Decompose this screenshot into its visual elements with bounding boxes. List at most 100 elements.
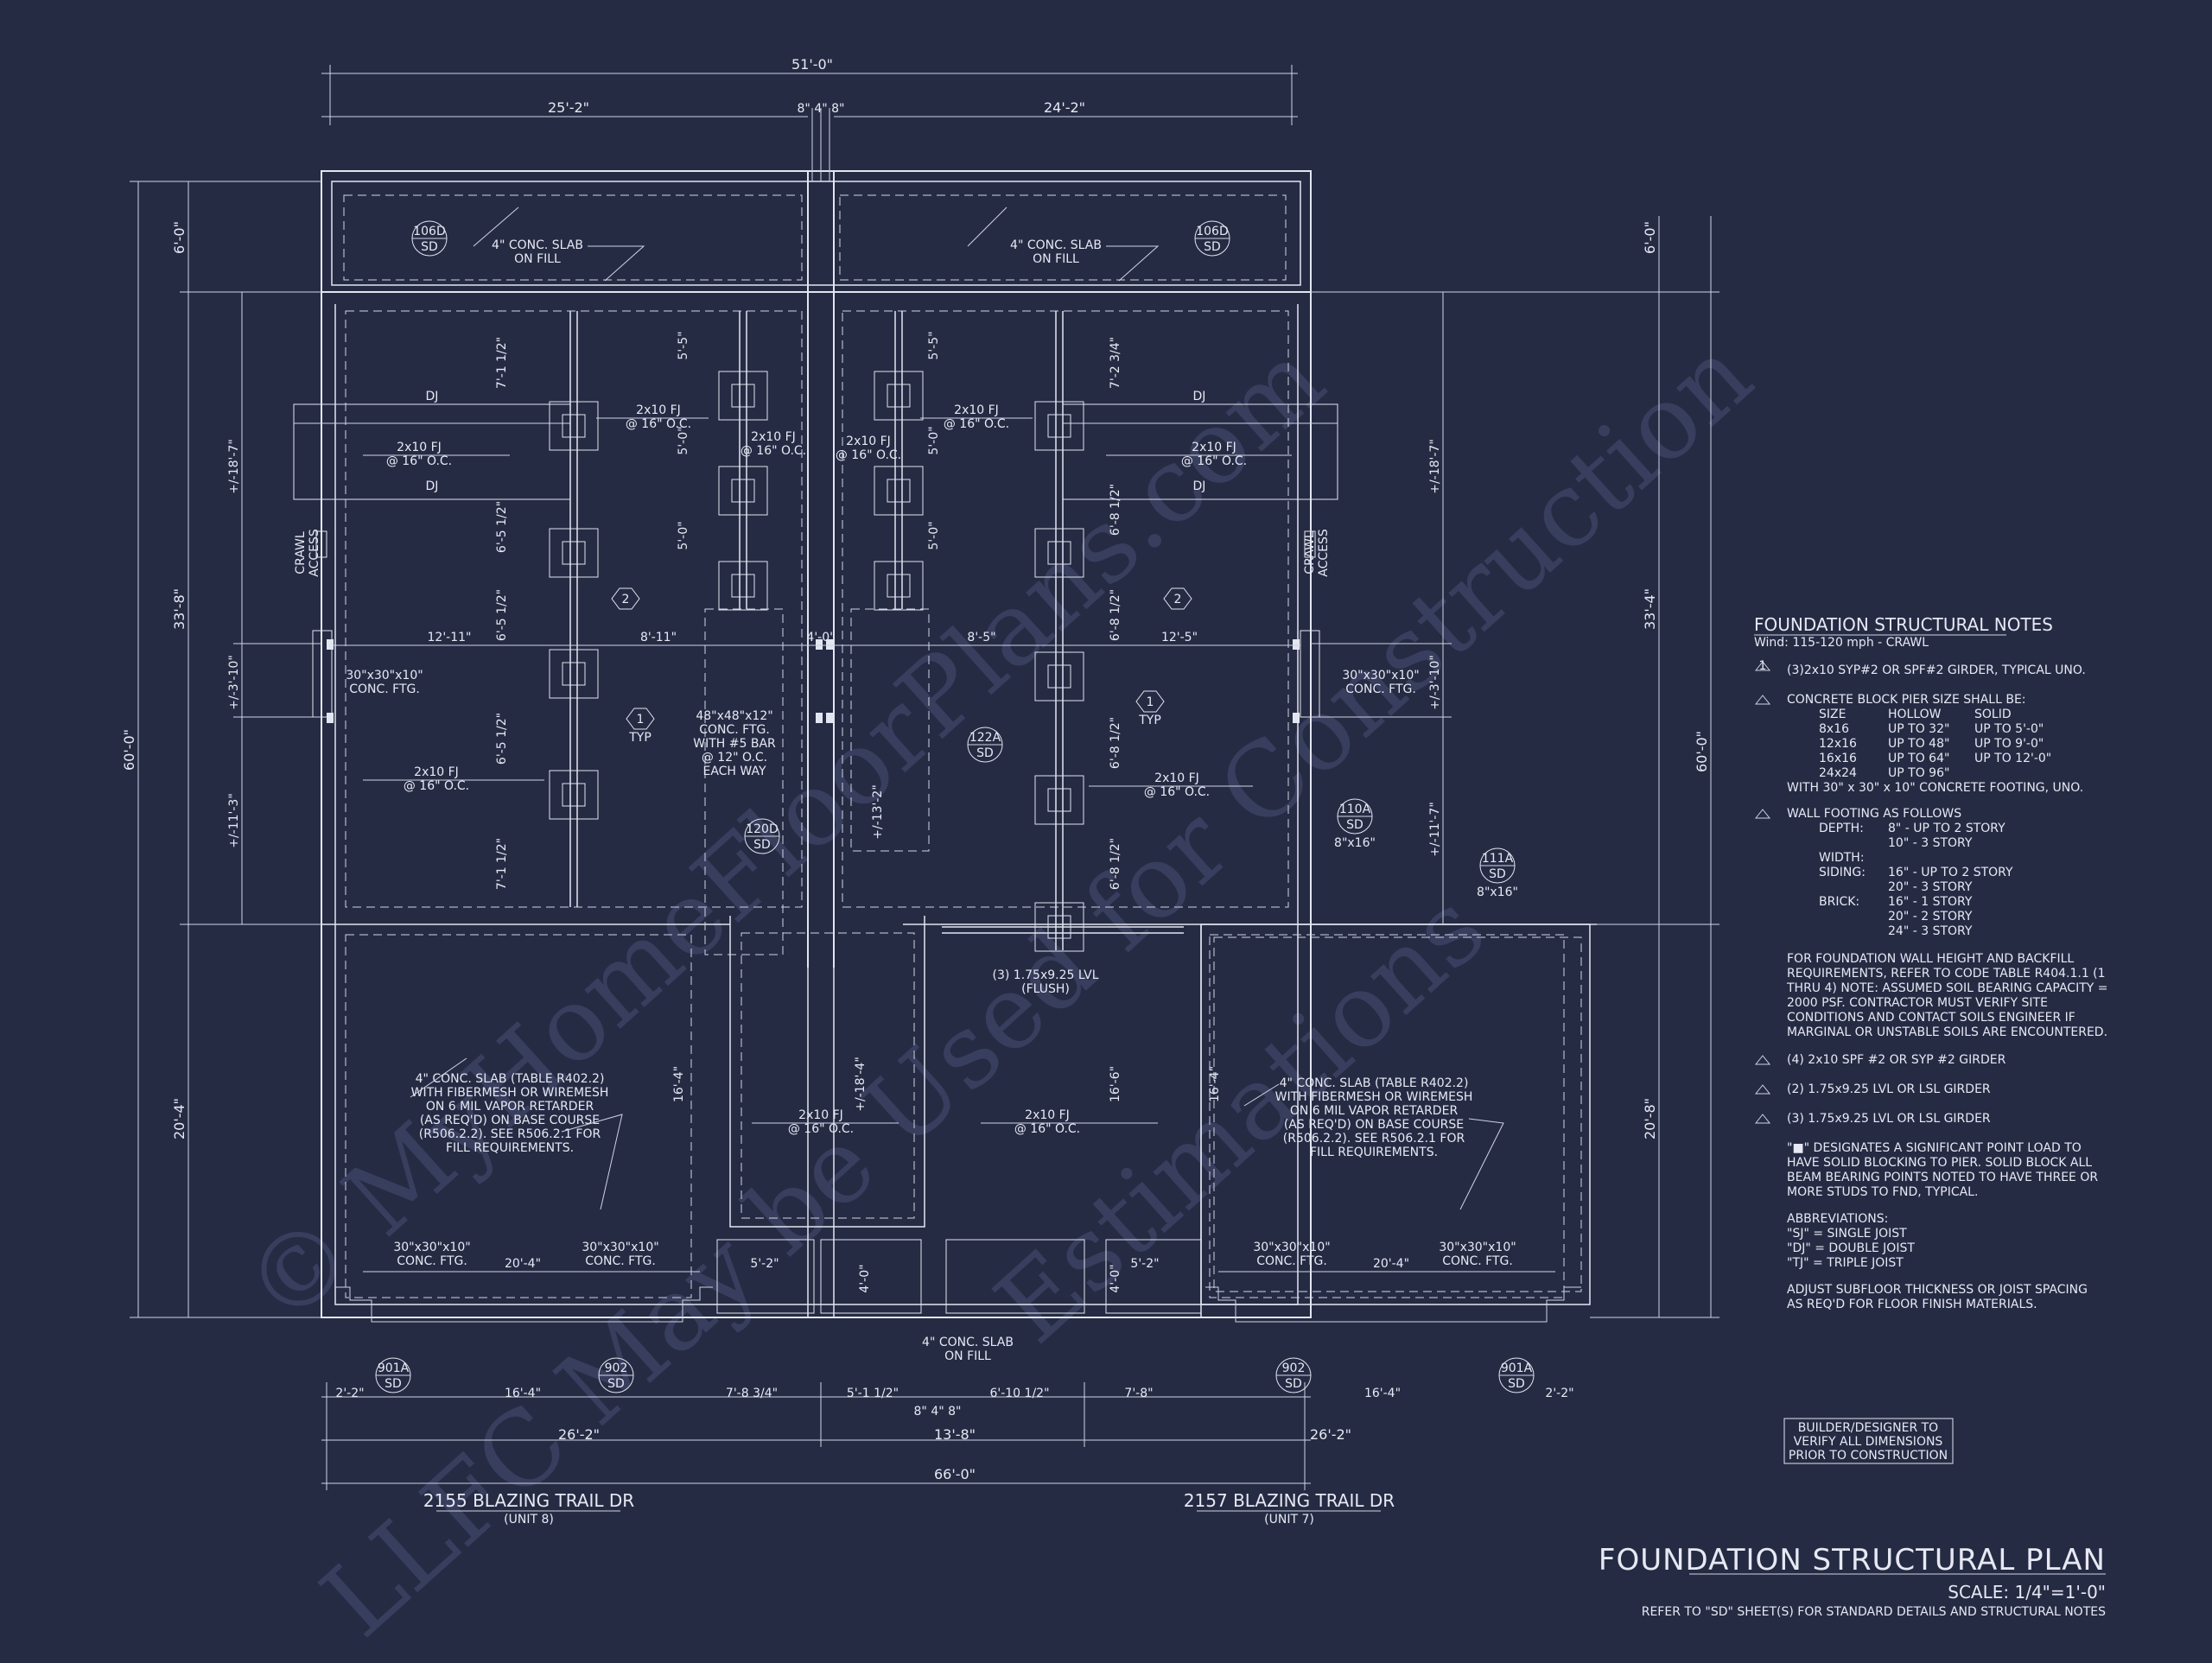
fj-label-5b: @ 16" O.C. [944,417,1009,431]
dim-bot1-2: 7'-8 3/4" [726,1387,778,1400]
dim-left-6: 6'-0" [171,221,188,254]
lvl-2: (FLUSH) [1021,982,1070,996]
note-6: (3) 1.75x9.25 LVL OR LSL GIRDER [1787,1112,1991,1126]
slab-on-fill-left-2: ON FILL [514,252,561,266]
dimensions-right: 60'-0" 6'-0" 33'-4" 20'-8" +/-18'-7" +/-… [1311,216,1719,1318]
dim-left-overall: 60'-0" [121,729,137,771]
drawing-title: FOUNDATION STRUCTURAL PLAN [1599,1543,2106,1577]
dim-right-c: +/-11'-7" [1428,802,1442,857]
tag-122a-sd: SD [976,746,994,760]
typ-l: TYP [628,731,652,745]
note-7-0: "■" DESIGNATES A SIGNIFICANT POINT LOAD … [1787,1141,2082,1155]
slab-right-3: ON 6 MIL VAPOR RETARDER [1290,1104,1459,1118]
dim-v-5-5-r: 5'-5" [927,331,941,359]
builder-note-0: BUILDER/DESIGNER TO [1798,1421,1938,1435]
abbr-1: "DJ" = DOUBLE JOIST [1787,1241,1915,1255]
fj-label-7b: @ 16" O.C. [404,779,469,793]
dim-v-16-4b: 16'-4" [1208,1066,1222,1102]
soil-0: FOR FOUNDATION WALL HEIGHT AND BACKFILL [1787,952,2074,966]
dim-right-overall: 60'-0" [1694,731,1710,772]
dim-v-6-8b: 6'-8 1/2" [1109,589,1122,641]
dim-bot1-5: 7'-8" [1124,1387,1153,1400]
dim-v-6-8c: 6'-8 1/2" [1109,717,1122,769]
tag-902-l: 902 [605,1362,628,1375]
watermark: © MyHomeFloorPlans.com LLFC May be Used … [221,315,1774,1660]
dim-v-6-8a: 6'-8 1/2" [1109,484,1122,536]
dimensions-row: 12'-11" 8'-11" 4'-0" 8'-5" 12'-5" [332,631,1300,646]
slab-on-fill-bot-2: ON FILL [944,1349,991,1363]
tag-106d-r-sd: SD [1204,240,1221,254]
tag-901a-r: 901A [1501,1362,1533,1375]
slab-on-fill-right-2: ON FILL [1033,252,1079,266]
slab-left-1: 4" CONC. SLAB (TABLE R402.2) [416,1072,605,1086]
dim-right-20: 20'-8" [1642,1098,1658,1139]
tag-110a-sd: SD [1346,818,1363,832]
dim-v-5-5: 5'-5" [677,331,690,359]
big-ftg-4: @ 12" O.C. [702,751,767,765]
slab-on-fill-bot-1: 4" CONC. SLAB [922,1336,1014,1349]
dim-right-b: +/-3'-10" [1428,655,1442,710]
ftg-b2-2: CONC. FTG. [585,1254,656,1268]
dim-bot1-6: 16'-4" [1364,1387,1401,1400]
dim-v-5-0a: 5'-0" [677,426,690,454]
hex-2-l: 2 [622,593,630,606]
hex-1-r: 1 [1147,695,1154,709]
dim-bot1-0: 2'-2" [335,1387,364,1400]
dim-v-6-5b: 6'-5 1/2" [495,589,509,641]
pier-r2c1: UP TO 64" [1888,752,1949,765]
crawl-r-2: ACCESS [1317,529,1331,577]
fj-label-4b: @ 16" O.C. [836,448,901,462]
dim-row-5: 12'-5" [1161,631,1198,644]
depth-0: 8" - UP TO 2 STORY [1888,822,2005,835]
dim-left-c: +/-11'-3" [227,793,241,848]
pier-r3c0: 24x24 [1819,766,1857,780]
hex-1-l: 1 [637,713,645,727]
soil-5: MARGINAL OR UNSTABLE SOILS ARE ENCOUNTER… [1787,1025,2107,1039]
slab-right-5: (R506.2.2). SEE R506.2.1 FOR [1283,1132,1465,1146]
fj-label-7a: 2x10 FJ [414,765,459,779]
structural-notes: FOUNDATION STRUCTURAL NOTES Wind: 115-12… [1754,614,2108,1311]
dim-v-13-2: +/-13'-2" [871,784,885,840]
pier-r3c1: UP TO 96" [1888,766,1949,780]
dim-right-a: +/-18'-7" [1428,439,1442,494]
big-ftg-2: CONC. FTG. [699,723,770,737]
dim-right-33: 33'-4" [1642,588,1658,630]
pier-h-size: SIZE [1819,708,1846,721]
abbr-2: "TJ" = TRIPLE JOIST [1787,1256,1904,1270]
pier-r2c0: 16x16 [1819,752,1857,765]
brick-2: 24" - 3 STORY [1888,924,1973,938]
foundation-walls [312,170,1597,1323]
depth-label: DEPTH: [1819,822,1864,835]
vent-2: 8"x16" [1477,885,1518,899]
fj-label-1b: @ 16" O.C. [386,454,452,468]
note-5: (2) 1.75x9.25 LVL OR LSL GIRDER [1787,1082,1991,1096]
dim-left-20: 20'-4" [171,1098,188,1139]
girders-and-piers [549,311,1184,955]
tag-111a-sd: SD [1489,867,1506,881]
dim-h-5-2b: 5'-2" [1130,1257,1159,1271]
dim-v-5-0-r: 5'-0" [927,426,941,454]
dim-bot2-0: 26'-2" [558,1426,600,1443]
dim-top-right: 24'-2" [1044,99,1085,116]
pier-h-solid: SOLID [1974,708,2012,721]
crawl-r-1: CRAWL [1303,531,1317,574]
ftg-b4-1: 30"x30"x10" [1439,1241,1516,1254]
ftg-r-1: 30"x30"x10" [1342,669,1419,682]
slab-left-6: FILL REQUIREMENTS. [446,1141,574,1155]
fj-label-5a: 2x10 FJ [954,403,999,417]
pier-r0c0: 8x16 [1819,722,1849,736]
notes-wind: Wind: 115-120 mph - CRAWL [1754,636,1929,650]
note-9-1: AS REQ'D FOR FLOOR FINISH MATERIALS. [1787,1298,2037,1311]
tag-902-l-sd: SD [607,1377,625,1391]
fj-label-4a: 2x10 FJ [846,435,891,448]
siding-0: 16" - UP TO 2 STORY [1888,866,2013,879]
fj-label-2b: @ 16" O.C. [626,417,691,431]
dim-v-5-0b: 5'-0" [677,521,690,549]
vent-1: 8"x16" [1334,836,1376,850]
dj-label-r1: DJ [1193,390,1206,403]
dim-bot1-1: 16'-4" [505,1387,541,1400]
dim-v-6-5a: 6'-5 1/2" [495,501,509,553]
soil-2: THRU 4) NOTE: ASSUMED SOIL BEARING CAPAC… [1786,981,2108,995]
dim-bot1-4: 6'-10 1/2" [989,1387,1049,1400]
dimensions-left: 60'-0" 6'-0" 33'-8" 20'-4" +/-18'-7" +/-… [121,181,321,1318]
